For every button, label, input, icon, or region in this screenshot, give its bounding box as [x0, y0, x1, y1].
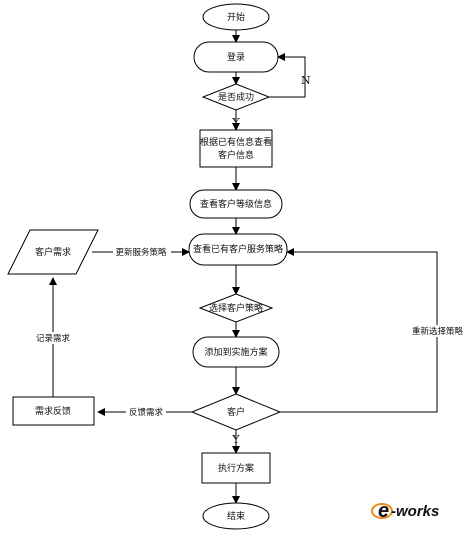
customer-label: 客户 — [227, 406, 245, 418]
view-customer-info-label-2: 客户信息 — [218, 149, 254, 161]
view-strategy-label: 查看已有客户服务策略 — [193, 243, 283, 255]
end-label: 结束 — [227, 510, 245, 522]
choose-strategy-decision — [198, 293, 274, 323]
svg-text:e: e — [378, 500, 389, 522]
svg-text:-works: -works — [391, 503, 439, 520]
edge-label-record-need: 记录需求 — [36, 333, 71, 344]
view-customer-info-label-1: 根据已有信息查看 — [200, 136, 272, 148]
execute-plan-node — [201, 452, 271, 484]
edge-label-yes-1: Y — [231, 116, 240, 129]
need-feedback-label: 需求反馈 — [35, 405, 71, 417]
edge-label-no: N — [301, 74, 311, 87]
edge-label-feedback-need: 反馈需求 — [129, 407, 164, 418]
choose-strategy-label: 选择客户策略 — [209, 302, 263, 314]
customer-need-label: 客户需求 — [35, 246, 71, 258]
edge-label-reselect-strategy: 重新选择策略 — [412, 326, 464, 337]
start-node — [202, 3, 270, 31]
view-strategy-node — [188, 233, 288, 266]
customer-decision — [190, 393, 282, 431]
edge-label-yes-2: Y — [231, 433, 240, 446]
execute-plan-label: 执行方案 — [218, 462, 254, 474]
login-label: 登录 — [227, 52, 245, 63]
view-customer-info-node — [199, 129, 273, 168]
start-label: 开始 — [227, 11, 245, 23]
end-node — [202, 502, 270, 530]
view-level-node — [189, 189, 283, 219]
add-plan-label: 添加到实施方案 — [204, 346, 267, 358]
edge-label-update-strategy: 更新服务策略 — [115, 247, 167, 258]
need-feedback-node — [12, 396, 95, 426]
view-level-label: 查看客户等级信息 — [200, 198, 272, 210]
edge-login-retry — [269, 53, 306, 98]
customer-need-node — [7, 229, 99, 275]
login-success-label: 是否成功 — [218, 91, 254, 103]
add-plan-node — [192, 336, 280, 368]
login-node — [193, 41, 279, 73]
eworks-watermark-logo: e -works — [371, 500, 439, 522]
login-success-decision — [201, 83, 271, 111]
